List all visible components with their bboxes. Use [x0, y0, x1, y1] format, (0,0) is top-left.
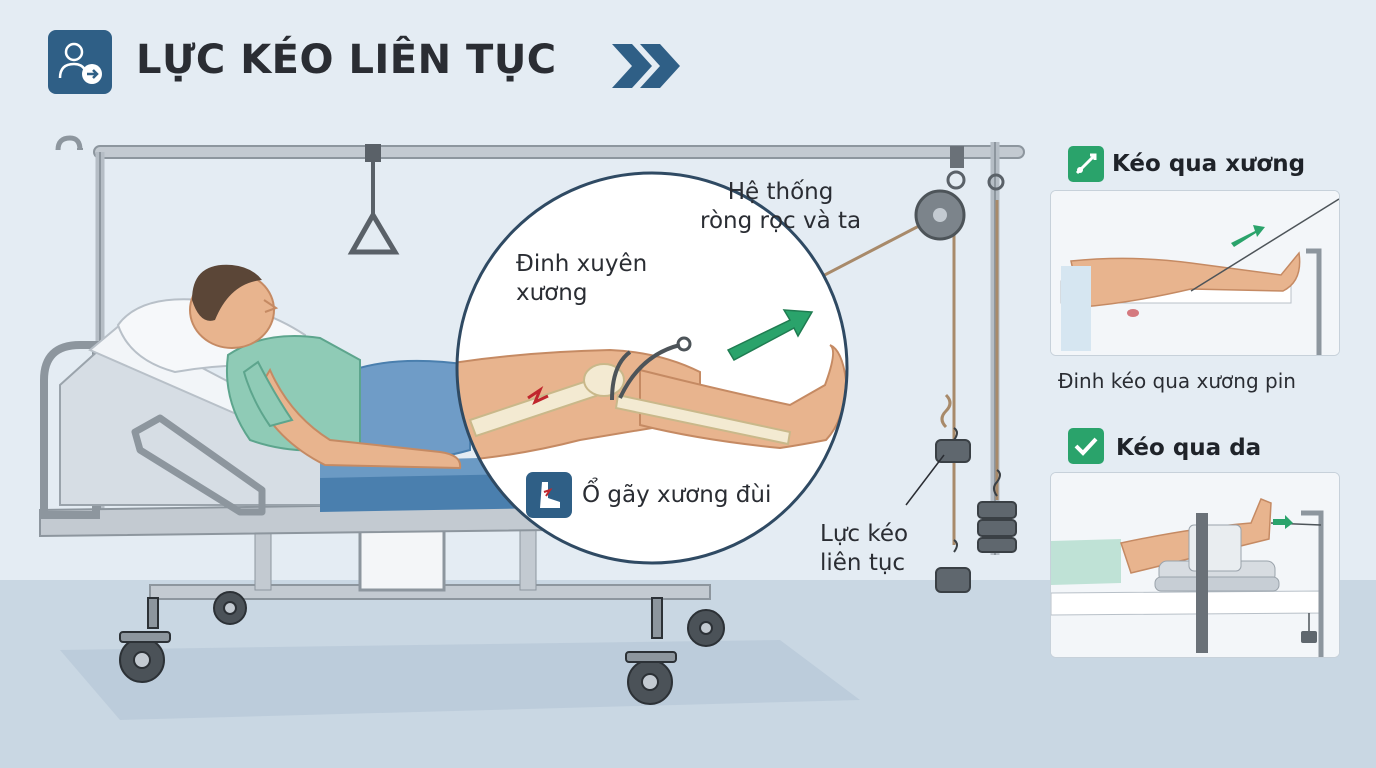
trapeze — [347, 144, 400, 255]
checkmark-icon — [1068, 428, 1104, 464]
traction-label-line1: Lực kéo — [820, 521, 909, 547]
pulley-label-line1: Hệ thống — [727, 179, 834, 205]
skin-traction-panel — [1050, 472, 1340, 658]
continuous-traction-label: Lực kéo liên tục — [820, 520, 908, 578]
magnified-leg-view — [455, 171, 849, 565]
fracture-label-text: Ổ gãy xương đùi — [582, 481, 772, 508]
skeletal-traction-title: Kéo qua xương — [1112, 151, 1306, 177]
pulley-label-line2: ròng rọc và ta — [700, 208, 862, 234]
double-chevron-right-icon — [612, 44, 680, 88]
bed-shadow — [60, 640, 860, 720]
skeletal-traction-panel — [1050, 190, 1340, 356]
patient — [189, 264, 471, 470]
leg-fracture-icon — [526, 472, 572, 518]
pin-label: Đinh xuyên xương — [516, 250, 647, 308]
traction-label-line2: liên tục — [820, 550, 906, 576]
doctor-arrow-icon — [48, 30, 112, 94]
bone-pin-icon — [1068, 146, 1104, 182]
skin-traction-title: Kéo qua da — [1116, 435, 1262, 461]
skeletal-traction-caption: Đinh kéo qua xương pin — [1058, 369, 1296, 393]
pin-label-line1: Đinh xuyên — [516, 251, 648, 277]
traction-weights — [935, 393, 1017, 593]
fracture-label: Ổ gãy xương đùi — [526, 472, 771, 518]
pulley-system-label: Hệ thống ròng rọc và ta — [700, 178, 861, 236]
bed-wheels — [119, 591, 725, 705]
pin-label-line2: xương — [516, 280, 588, 306]
page-title: LỰC KÉO LIÊN TỤC — [136, 37, 557, 83]
